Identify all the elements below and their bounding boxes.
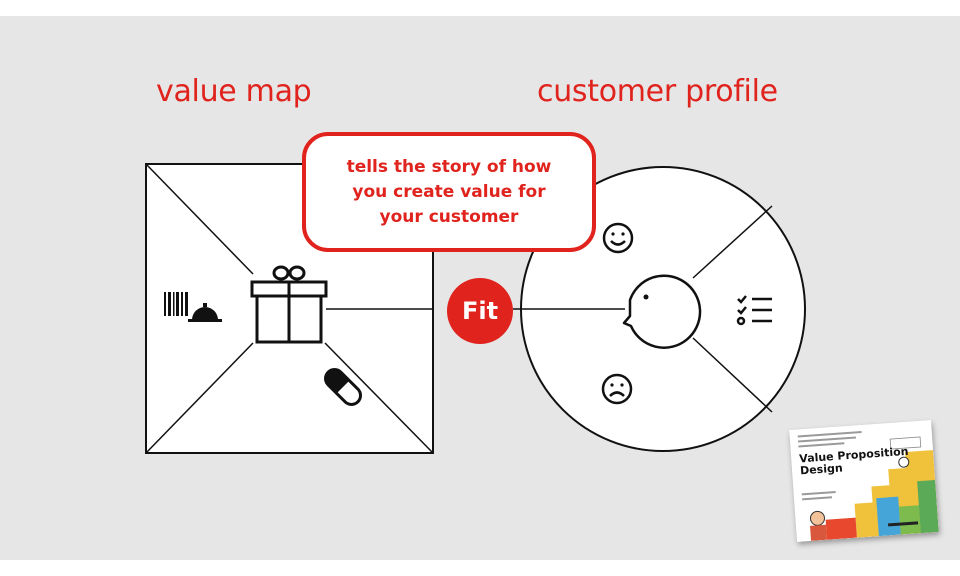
book-cover-illustration [789, 420, 939, 542]
slide: value map customer profile [0, 16, 960, 560]
gains-smile-icon [602, 222, 634, 254]
products-services-icon [164, 292, 222, 322]
fit-badge: Fit [447, 278, 513, 344]
value-map-heading: value map [156, 74, 312, 109]
story-callout: tells the story of how you create value … [302, 132, 596, 252]
gain-creators-gift-icon [250, 265, 328, 344]
customer-profile-heading: customer profile [537, 74, 778, 109]
customer-jobs-checklist-icon [736, 295, 772, 326]
pains-frown-icon [601, 373, 633, 405]
customer-face-icon [622, 274, 702, 349]
callout-text: tells the story of how you create value … [346, 156, 552, 227]
value-proposition-design-book-cover: Value Proposition Design [789, 420, 939, 542]
pain-relievers-pill-icon [324, 368, 362, 406]
